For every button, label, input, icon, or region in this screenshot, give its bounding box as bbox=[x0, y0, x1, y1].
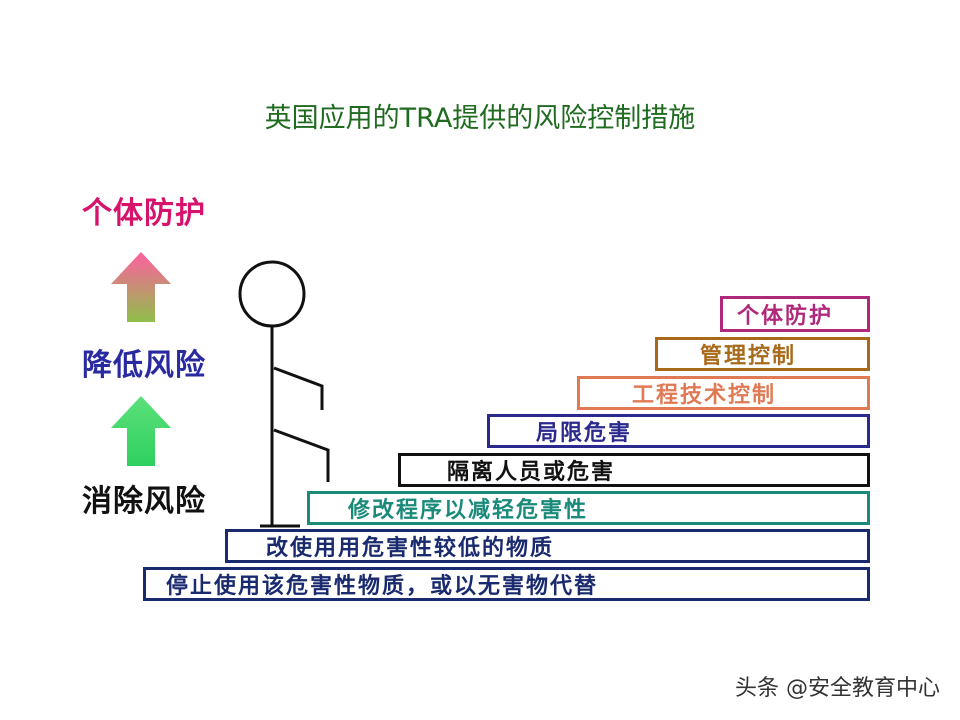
step-label: 改使用用危害性较低的物质 bbox=[266, 535, 555, 561]
step-label: 隔离人员或危害 bbox=[447, 459, 616, 485]
step-label: 个体防护 bbox=[737, 303, 834, 329]
step-label: 工程技术控制 bbox=[632, 382, 777, 408]
step-less-hazardous: 改使用用危害性较低的物质 bbox=[225, 529, 870, 563]
up-arrow-icon bbox=[111, 396, 171, 466]
up-arrow-icon bbox=[111, 252, 171, 322]
step-label: 局限危害 bbox=[536, 420, 633, 446]
label-eliminate-risk: 消除风险 bbox=[82, 484, 206, 519]
watermark: 头条 @安全教育中心 bbox=[735, 676, 940, 701]
step-confine: 局限危害 bbox=[487, 414, 870, 448]
diagram-title: 英国应用的TRA提供的风险控制措施 bbox=[264, 103, 696, 134]
label-personal-protection: 个体防护 bbox=[82, 196, 206, 231]
step-label: 管理控制 bbox=[700, 343, 797, 369]
step-label: 停止使用该危害性物质，或以无害物代替 bbox=[166, 573, 599, 599]
step-substitute: 停止使用该危害性物质，或以无害物代替 bbox=[143, 567, 870, 601]
label-reduce-risk: 降低风险 bbox=[82, 348, 206, 383]
step-modify-procedure: 修改程序以减轻危害性 bbox=[307, 491, 870, 525]
step-engineering: 工程技术控制 bbox=[577, 376, 870, 410]
stick-figure-icon bbox=[238, 260, 330, 528]
step-label: 修改程序以减轻危害性 bbox=[348, 497, 589, 523]
step-administrative: 管理控制 bbox=[655, 337, 870, 371]
step-isolate: 隔离人员或危害 bbox=[398, 453, 870, 487]
step-ppe: 个体防护 bbox=[720, 296, 870, 332]
